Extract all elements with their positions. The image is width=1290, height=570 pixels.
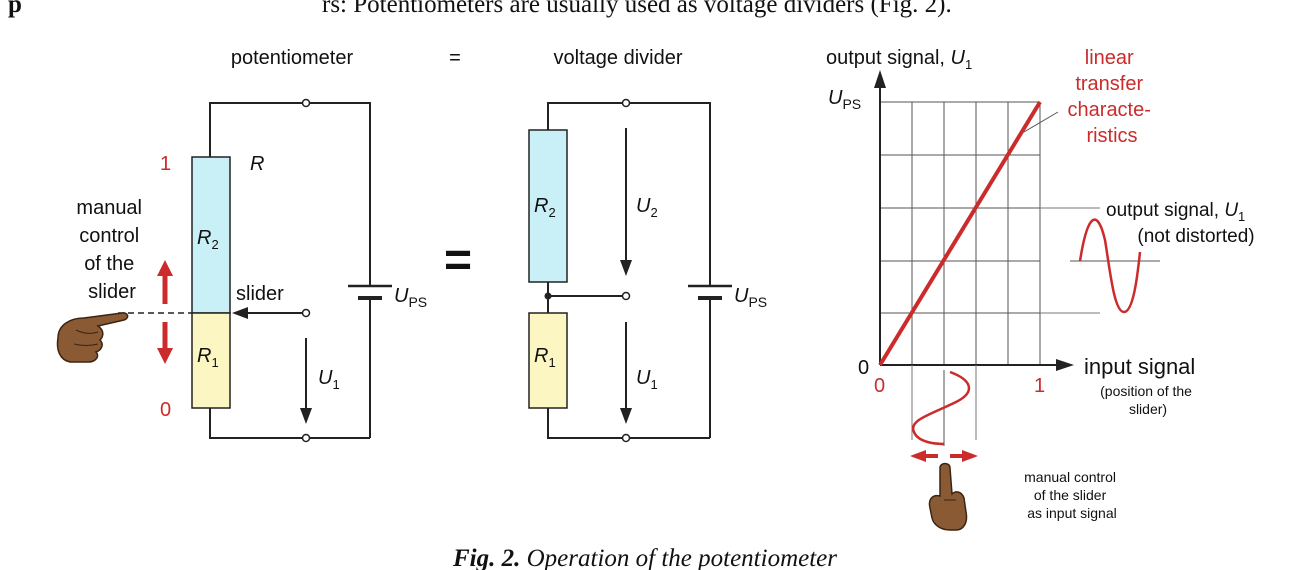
manual-input-label: manual control of the slider as input si… (1024, 469, 1120, 521)
input-move-arrows (910, 450, 978, 462)
pointing-hand-icon (56, 312, 129, 363)
input-signal-wave (911, 365, 977, 446)
r2-label-left: R2 (197, 227, 219, 252)
battery-symbol-left (348, 284, 392, 300)
equals-heading: = (449, 47, 461, 69)
resistor-r1-left (191, 312, 231, 409)
big-equals: = (444, 234, 472, 287)
terminal (301, 433, 311, 443)
resistor-r2-left (191, 156, 231, 314)
terminal (301, 308, 311, 318)
ups-label-middle: UPS (734, 285, 767, 310)
divider-wiring (547, 102, 711, 439)
u1-arrow-middle (620, 322, 632, 424)
r2-label-middle: R2 (534, 195, 556, 220)
resistor-r2-middle (528, 129, 568, 283)
output-signal-wave (1040, 207, 1160, 314)
terminal (621, 291, 631, 301)
junction-dot (544, 292, 552, 300)
scale-one: 1 (160, 153, 171, 175)
origin-x-label: 0 (874, 375, 885, 397)
chart-y-title: output signal, U1 (826, 47, 972, 72)
origin-y-label: 0 (858, 357, 869, 379)
r1-label-middle: R1 (534, 345, 556, 370)
header-fragment: p (8, 0, 22, 18)
not-distorted-label: (not distorted) (1137, 226, 1254, 247)
pointing-up-hand-icon (928, 462, 968, 531)
resistor-r1-middle (528, 312, 568, 409)
chart-axes (874, 70, 1074, 371)
figure-caption: Fig. 2. Operation of the potentiometer (452, 545, 837, 570)
r-label: R (250, 153, 264, 175)
slider-arrow (232, 307, 302, 319)
scale-zero: 0 (160, 399, 171, 421)
battery-symbol-middle (688, 284, 732, 300)
potentiometer-wiring (209, 102, 371, 439)
y-top-label: UPS (828, 87, 861, 112)
input-signal-label: input signal (1084, 354, 1195, 379)
terminal (301, 98, 311, 108)
chart-grid (880, 101, 1041, 365)
potentiometer-heading: potentiometer (231, 47, 354, 69)
transfer-label-leader (1023, 111, 1059, 133)
ups-label-left: UPS (394, 285, 427, 310)
u1-arrow-left (300, 338, 312, 424)
output-signal-label: output signal, U1 (1106, 200, 1245, 224)
r1-label-left: R1 (197, 345, 219, 370)
u1-label-middle: U1 (636, 367, 658, 392)
manual-control-label: manual control of the slider (76, 197, 147, 303)
header-sentence: rs: Potentiometers are usually used as v… (322, 0, 952, 18)
slider-move-arrows (157, 260, 173, 364)
voltage-divider-heading: voltage divider (554, 47, 683, 69)
terminal (621, 433, 631, 443)
input-signal-note: (position of the slider) (1100, 383, 1196, 417)
terminal (621, 98, 631, 108)
x-max-label: 1 (1034, 375, 1045, 397)
transfer-characteristics-label: linear transfer characte- ristics (1068, 47, 1157, 147)
transfer-line (878, 100, 1042, 367)
u1-label-left: U1 (318, 367, 340, 392)
slider-label: slider (236, 283, 284, 305)
u2-arrow (620, 128, 632, 276)
u2-label: U2 (636, 195, 658, 220)
